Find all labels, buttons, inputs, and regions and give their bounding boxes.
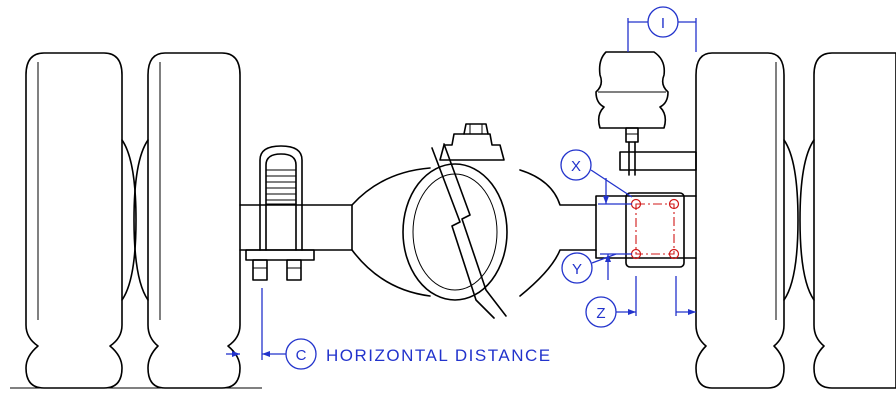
u-bolt-plate	[265, 169, 297, 205]
label-x-balloon	[560, 149, 592, 181]
u-bolt-clamp-plate	[245, 249, 315, 261]
axle-housing	[239, 123, 697, 319]
dimension-i: I	[627, 6, 697, 52]
right-axle-tube	[519, 169, 697, 297]
left-axle-tube	[239, 167, 431, 297]
dim-x-leader	[590, 169, 633, 198]
mount-bracket	[619, 151, 697, 171]
dim-y-leader	[591, 253, 617, 264]
horizontal-distance-caption: HORIZONTAL DISTANCE	[326, 346, 552, 365]
dim-z-arrow-right	[688, 309, 696, 315]
dimension-y: Y	[561, 252, 632, 284]
left-dual-wheels	[10, 52, 262, 389]
u-bolt-outer	[259, 145, 303, 251]
bolt-pattern-rect	[635, 203, 675, 255]
label-y-text: Y	[572, 261, 582, 278]
dimension-x: X	[560, 149, 633, 205]
label-y-balloon	[561, 252, 593, 284]
air-spring-stem	[625, 127, 639, 143]
air-spring-bellows	[595, 51, 669, 129]
plate-outline	[625, 192, 685, 268]
break-line-1	[431, 147, 495, 319]
bolt-hole-br	[668, 248, 680, 260]
dim-x-arrowhead	[603, 196, 609, 204]
dimension-c: C HORIZONTAL DISTANCE	[226, 288, 552, 370]
dim-c-arrow-left	[232, 351, 240, 357]
label-i-balloon	[647, 6, 679, 38]
label-c-text: C	[296, 347, 307, 364]
dim-z-arrow-left	[628, 309, 636, 315]
air-spring	[595, 51, 697, 176]
left-wheel-gap-curve	[121, 139, 137, 301]
label-c-balloon	[285, 338, 317, 370]
label-i-text: I	[661, 15, 665, 32]
differential-inner-ring	[412, 173, 498, 291]
label-x-text: X	[571, 158, 581, 175]
left-inner-tire	[147, 52, 241, 389]
left-wheel-gap-curve-2	[133, 139, 149, 301]
break-line-2	[443, 143, 507, 317]
bolt-hole-tr	[668, 198, 680, 210]
pinion-flange	[439, 133, 505, 161]
dim-y-arrowhead	[605, 254, 611, 262]
mounting-plate	[625, 192, 685, 268]
right-dual-wheels	[695, 52, 896, 389]
dimension-z: Z	[585, 276, 696, 328]
u-bolt-inner	[265, 153, 297, 251]
u-bolt-nut-right	[286, 259, 302, 281]
left-outer-tire	[25, 52, 123, 389]
dim-c-arrow-right	[262, 351, 270, 357]
u-bolt-nut-left	[252, 259, 268, 281]
right-outer-tire	[813, 52, 896, 389]
pinion-yoke	[463, 123, 489, 135]
right-wheel-gap-curve	[783, 139, 799, 301]
right-inner-tire	[695, 52, 785, 389]
label-z-text: Z	[596, 305, 605, 322]
u-bolt	[245, 145, 315, 281]
right-wheel-gap-curve-2	[799, 139, 815, 301]
differential-housing	[402, 163, 508, 301]
